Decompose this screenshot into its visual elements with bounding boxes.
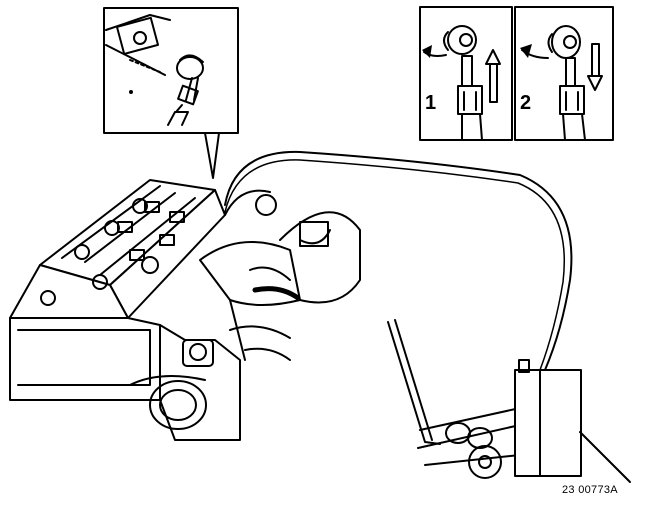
test-hose: [224, 150, 573, 371]
step-number-1: 1: [425, 92, 437, 114]
step-box-2: [514, 6, 614, 141]
engine-block: [9, 179, 361, 441]
pressure-tester: [387, 319, 631, 483]
detail-inset: [103, 7, 239, 179]
figure-reference-code: 23 00773A: [562, 484, 618, 496]
step-box-1: [419, 6, 513, 141]
step-number-2: 2: [520, 92, 532, 114]
